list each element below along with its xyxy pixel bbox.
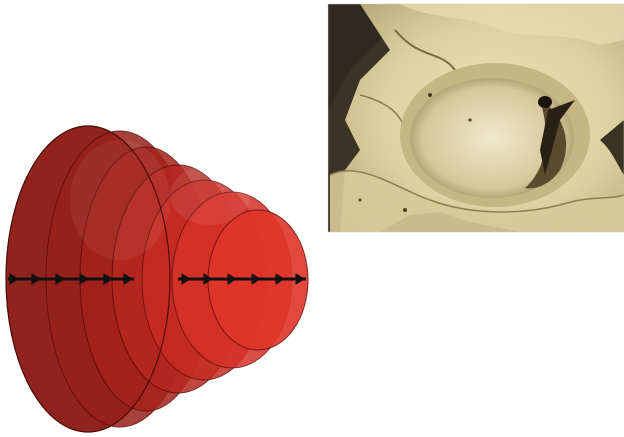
- bone-photo: [328, 4, 624, 232]
- cone-diagram: [6, 126, 308, 432]
- bone-pore: [359, 199, 362, 202]
- foramen-hole: [538, 96, 552, 108]
- bone-pore: [428, 93, 432, 97]
- cone-highlight-2: [170, 165, 250, 225]
- bone-pore: [403, 208, 407, 212]
- cone-highlight-1: [70, 140, 170, 260]
- bone-pore: [468, 118, 471, 121]
